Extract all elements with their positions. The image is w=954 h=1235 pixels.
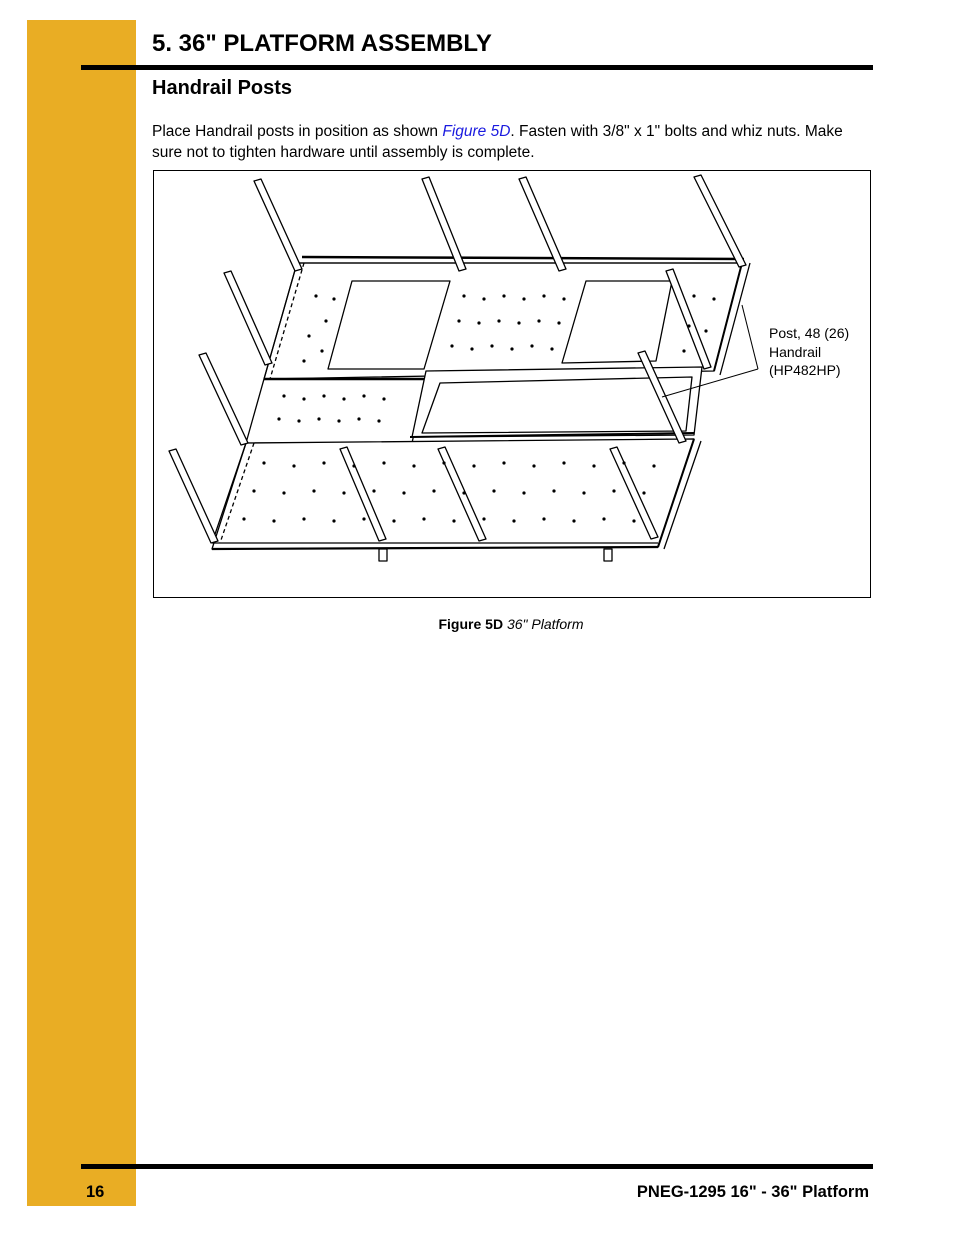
middle-platform-panel bbox=[245, 378, 427, 444]
handrail-post bbox=[518, 176, 567, 272]
chapter-title: 5. 36" PLATFORM ASSEMBLY bbox=[152, 30, 492, 57]
handrail-post bbox=[421, 176, 467, 272]
handrail-post bbox=[223, 270, 273, 366]
footer-rule bbox=[81, 1164, 873, 1169]
handrail-post bbox=[339, 446, 387, 542]
document-title: PNEG-1295 16" - 36" Platform bbox=[636, 1183, 869, 1201]
chapter-color-bar bbox=[27, 20, 136, 1206]
figure-5d-frame: Post, 48 (26) Handrail (HP482HP) bbox=[153, 170, 871, 598]
handrail-post bbox=[693, 174, 747, 268]
handrail-post-callout: Post, 48 (26) Handrail (HP482HP) bbox=[769, 324, 869, 380]
section-title: Handrail Posts bbox=[152, 77, 293, 99]
instruction-paragraph: Place Handrail posts in position as show… bbox=[152, 122, 872, 163]
callout-leader bbox=[741, 304, 759, 370]
callout-line-2: Handrail bbox=[769, 343, 822, 360]
callout-line-1: Post, 48 (26) bbox=[769, 325, 850, 341]
page-number: 16 bbox=[86, 1183, 105, 1201]
handrail-post bbox=[437, 446, 487, 542]
figure-link[interactable]: Figure 5D bbox=[442, 123, 511, 140]
instruction-text-start: Place Handrail posts in position as show… bbox=[152, 123, 443, 140]
figure-caption-text: 36" Platform bbox=[506, 616, 584, 632]
callout-line-3: (HP482HP) bbox=[769, 362, 841, 378]
handrail-post bbox=[609, 446, 659, 540]
handrail-post bbox=[168, 448, 219, 544]
figure-caption-number: Figure 5D bbox=[438, 616, 504, 632]
handrail-post bbox=[665, 268, 712, 370]
callout-leader bbox=[661, 368, 759, 398]
header-rule bbox=[81, 65, 873, 70]
figure-caption: Figure 5D 36" Platform bbox=[0, 615, 954, 633]
back-cutout-left bbox=[327, 280, 451, 370]
platform-assembly-drawing bbox=[168, 174, 759, 562]
back-cutout-right bbox=[561, 280, 673, 364]
instruction-text-end: . Fasten with 3/8" x 1" bolts and whiz n… bbox=[152, 123, 843, 161]
handrail-post bbox=[198, 352, 249, 446]
handrail-post bbox=[253, 178, 303, 272]
